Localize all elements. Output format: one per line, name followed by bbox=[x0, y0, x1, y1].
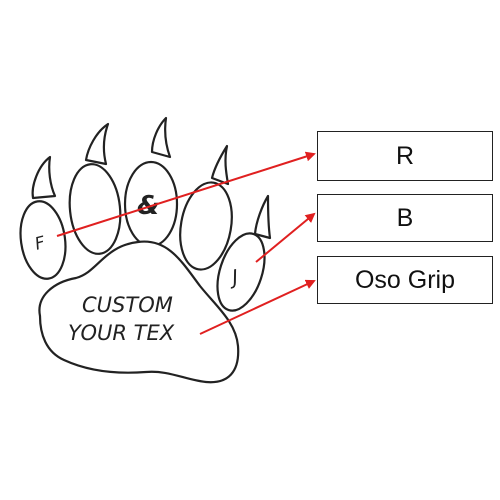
toe-2 bbox=[68, 163, 122, 255]
pad-text-line1: CUSTOM bbox=[82, 293, 173, 317]
claw-2 bbox=[84, 122, 110, 166]
arrows bbox=[56, 151, 316, 335]
arrow-to-label-3 bbox=[199, 279, 316, 335]
claw-5 bbox=[253, 194, 272, 240]
label-box-1-text: R bbox=[395, 141, 415, 170]
label-box-1: R bbox=[317, 131, 493, 181]
pad-text-line2: YOUR TEX bbox=[68, 321, 175, 345]
label-box-3-text: Oso Grip bbox=[354, 265, 456, 294]
label-box-3: Oso Grip bbox=[317, 256, 493, 304]
toes bbox=[19, 160, 266, 312]
toe-4 bbox=[179, 181, 233, 271]
label-box-2-text: B bbox=[396, 203, 414, 232]
toe-1 bbox=[19, 200, 67, 280]
label-box-2: B bbox=[317, 194, 493, 242]
claw-1 bbox=[31, 155, 57, 200]
claw-3 bbox=[150, 116, 172, 159]
claw-4 bbox=[210, 144, 230, 186]
arrow-to-label-2 bbox=[255, 212, 316, 263]
arrow-to-label-1 bbox=[56, 151, 316, 237]
claws bbox=[31, 116, 272, 240]
toe-5 bbox=[216, 232, 266, 312]
main-pad bbox=[38, 240, 240, 384]
